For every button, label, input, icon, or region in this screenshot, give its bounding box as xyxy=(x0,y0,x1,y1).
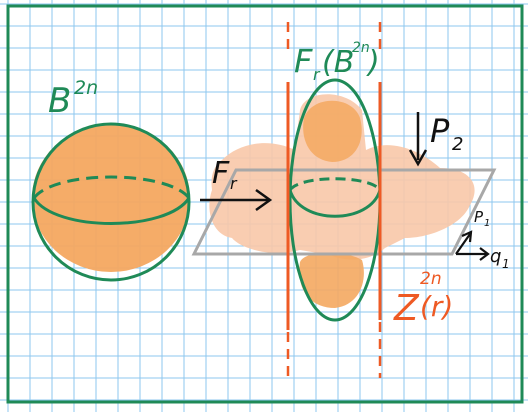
ball-shading xyxy=(32,124,190,272)
q1-label: q xyxy=(490,246,501,267)
image-label-sub: r xyxy=(313,65,321,84)
q1-label-sub: 1 xyxy=(502,257,510,271)
peach-upper-blob xyxy=(303,100,362,162)
cylinder-label: Z xyxy=(393,288,420,329)
p2-label-sub: 2 xyxy=(452,134,463,155)
p2-label: P xyxy=(430,112,450,150)
image-label-close: ) xyxy=(366,45,380,80)
map-arrow xyxy=(200,188,273,212)
map-label: F xyxy=(212,156,230,191)
p2-arrow xyxy=(408,112,428,167)
ball-label: B xyxy=(48,81,71,121)
peach-region xyxy=(209,94,475,260)
map-label-sub: r xyxy=(230,174,238,193)
image-equator-front xyxy=(288,189,382,218)
image-label: F r (B 2n ) xyxy=(294,40,380,84)
ball-equator-front xyxy=(32,197,191,225)
plane xyxy=(191,168,497,256)
outer-frame xyxy=(6,4,524,404)
image-label-ball: (B xyxy=(322,45,354,80)
image-equator-back xyxy=(288,177,382,192)
cylinder-label-arg: (r) xyxy=(420,290,453,323)
p1-label: P xyxy=(474,208,484,226)
ball xyxy=(31,122,191,282)
ball-label-superscript: 2n xyxy=(74,77,98,99)
cylinder-label-sup: 2n xyxy=(420,269,442,289)
image-label-f: F xyxy=(294,42,313,80)
axes-glyph xyxy=(455,230,490,261)
ball-outline xyxy=(31,122,191,282)
ball-equator-back xyxy=(32,175,191,200)
peach-lower-blob xyxy=(299,252,364,308)
image-label-sup: 2n xyxy=(352,40,370,56)
p1-label-sub: 1 xyxy=(484,218,490,229)
